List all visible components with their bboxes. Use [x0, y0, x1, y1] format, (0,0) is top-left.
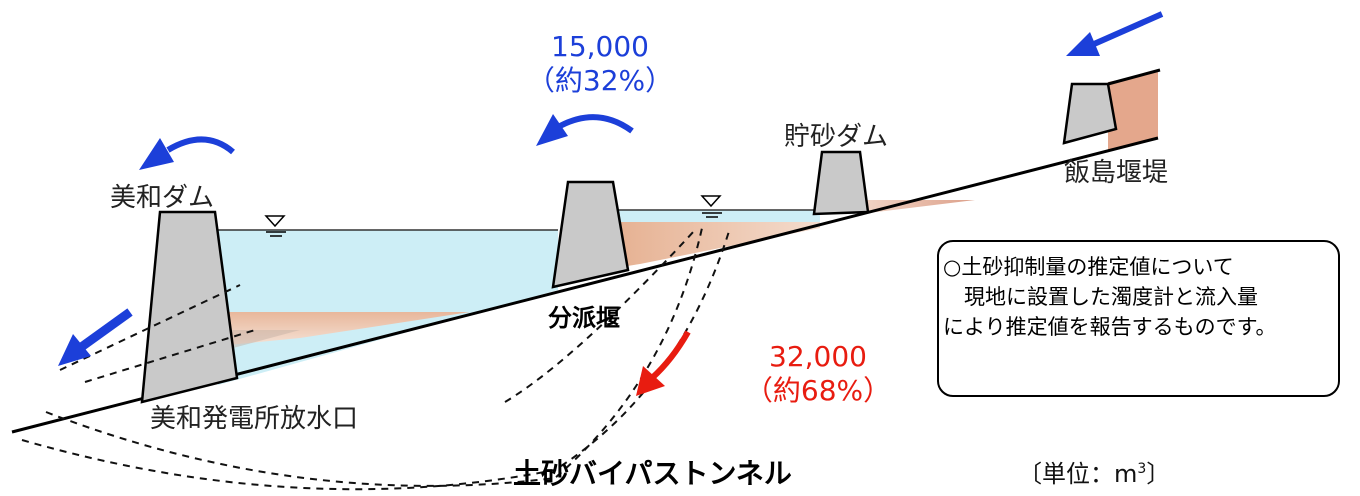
miwa-reservoir-sediment [218, 312, 470, 346]
arrow-inflow [1066, 11, 1164, 56]
miwa-dam-label: 美和ダム [110, 183, 215, 213]
unit-prefix: 〔単位：m [1018, 460, 1138, 488]
dam-pass-percent: （約32%） [526, 64, 674, 97]
tunnel-line-outer [45, 227, 703, 487]
bypass-tunnel [21, 227, 731, 491]
arrow-outlet [58, 308, 133, 366]
middle-reservoir [615, 209, 820, 268]
outlet-line-lower [84, 329, 256, 383]
bypass-flow: 32,000 （約68%） [718, 340, 918, 408]
note-line-3: により推定値を報告するものです。 [943, 315, 1277, 339]
miwa-reservoir [218, 229, 558, 385]
chosa-upstream-sediment [860, 200, 975, 214]
arrow-miwa-overflow [139, 136, 235, 170]
water-level-mark-miwa [264, 215, 286, 237]
tunnel-line-inner [504, 229, 696, 403]
dam-pass-value: 15,000 [551, 30, 649, 63]
bunpa-weir-label: 分派堰 [548, 304, 620, 332]
arrow-bypass [636, 330, 691, 396]
unit-superscript: 3 [1137, 461, 1147, 477]
bypass-value: 32,000 [769, 340, 867, 373]
iijima-embankment-label: 飯島堰堤 [1064, 158, 1169, 188]
chosa-dam-label: 貯砂ダム [784, 122, 889, 152]
outlet-label: 美和発電所放水口 [150, 404, 359, 434]
chosa-dam [812, 150, 870, 216]
iijima-upstream-sediment [1108, 72, 1158, 150]
unit-label: 〔単位：m3〕 [1018, 454, 1170, 489]
bypass-tunnel-label: 土砂バイパストンネル [513, 457, 792, 490]
bypass-percent: （約68%） [744, 374, 892, 407]
upstream-top-line [1107, 68, 1161, 86]
miwa-reservoir-water [218, 230, 558, 385]
note-line-2: 現地に設置した濁度計と流入量 [943, 285, 1258, 309]
bunpa-weir [551, 180, 630, 289]
note-line-1: ○土砂抑制量の推定値について [943, 255, 1234, 279]
miwa-dam [140, 210, 239, 404]
unit-suffix: 〕 [1146, 460, 1171, 488]
middle-reservoir-sediment [615, 222, 820, 268]
tunnel-line-lower [21, 227, 731, 491]
estimation-note-box: ○土砂抑制量の推定値について 現地に設置した濁度計と流入量 により推定値を報告す… [937, 240, 1340, 397]
arrow-bunpa-overflow [536, 114, 634, 146]
iijima-embankment [1062, 82, 1118, 145]
water-level-mark-middle [700, 195, 722, 218]
dam-pass-flow: 15,000 （約32%） [500, 30, 700, 98]
